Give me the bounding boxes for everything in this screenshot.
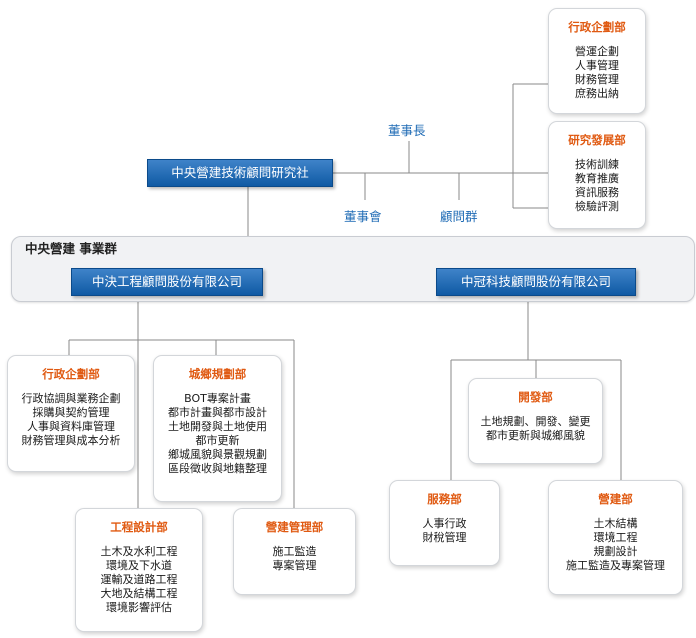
dept-item: 人事行政 [422, 517, 467, 530]
dept-item: 土木結構 [593, 517, 638, 530]
dept-box-a-admin: 行政企劃部 行政協調與業務企劃 採購與契約管理 人事與資料庫管理 財務管理與成本… [7, 355, 135, 472]
dept-title: 營建部 [598, 492, 633, 506]
dept-item: 環境影響評估 [106, 601, 172, 614]
board-label: 董事會 [344, 209, 382, 224]
business-group-label: 中央營建 事業群 [25, 241, 117, 256]
company-header-b: 中冠科技顧問股份有限公司 [436, 268, 636, 296]
dept-item: 都市更新與城鄉風貌 [486, 429, 585, 442]
dept-item: 都市計畫與都市設計 [168, 406, 267, 419]
dept-item: 營運企劃 [575, 45, 619, 58]
dept-item: 土木及水利工程 [100, 545, 178, 558]
dept-item: 專案管理 [272, 559, 317, 572]
dept-title: 研究發展部 [568, 133, 626, 147]
company-header-main: 中央營建技術顧問研究社 [147, 159, 333, 187]
dept-item: 大地及結構工程 [100, 587, 178, 600]
chairman-label: 董事長 [388, 123, 426, 138]
dept-item: 土地開發與土地使用 [168, 420, 267, 433]
dept-item: 都市更新 [195, 434, 240, 447]
dept-item: 鄉城風貌與景觀規劃 [168, 448, 267, 461]
dept-box-a-urban-planning: 城鄉規劃部 BOT專案計畫 都市計畫與都市設計 土地開發與土地使用 都市更新 鄉… [153, 355, 282, 502]
dept-item: 人事管理 [575, 59, 619, 72]
company-header-a: 中決工程顧問股份有限公司 [71, 268, 263, 296]
dept-item: 區段徵收與地籍整理 [168, 462, 267, 475]
dept-box-b-service: 服務部 人事行政 財稅管理 [389, 480, 500, 566]
dept-title: 行政企劃部 [568, 20, 626, 34]
dept-box-a-construction-mgmt: 營建管理部 施工監造 專案管理 [233, 508, 356, 595]
dept-item: 施工監造及專案管理 [566, 559, 665, 572]
dept-title: 行政企劃部 [42, 367, 100, 381]
dept-item: 環境及下水道 [106, 559, 172, 572]
dept-title: 營建管理部 [265, 520, 324, 534]
dept-item: 教育推廣 [575, 172, 619, 185]
dept-item: 資訊服務 [575, 186, 619, 199]
dept-title: 工程設計部 [110, 520, 168, 534]
dept-item: 檢驗評測 [575, 200, 619, 213]
dept-item: BOT專案計畫 [184, 392, 251, 405]
advisors-label: 顧問群 [440, 209, 478, 224]
dept-box-research: 研究發展部 技術訓練 教育推廣 資訊服務 檢驗評測 [548, 121, 646, 229]
dept-title: 服務部 [427, 492, 462, 506]
dept-item: 環境工程 [593, 531, 638, 544]
dept-item: 庶務出納 [575, 87, 619, 100]
dept-item: 土地規劃、開發、變更 [480, 415, 591, 428]
dept-item: 財務管理與成本分析 [21, 434, 121, 447]
dept-item: 施工監造 [272, 545, 317, 558]
dept-box-b-construction: 營建部 土木結構 環境工程 規劃設計 施工監造及專案管理 [548, 480, 683, 595]
dept-item: 運輸及道路工程 [100, 573, 178, 586]
dept-item: 規劃設計 [593, 545, 638, 558]
dept-box-b-development: 開發部 土地規劃、開發、變更 都市更新與城鄉風貌 [468, 378, 603, 464]
dept-title: 城鄉規劃部 [188, 367, 247, 381]
dept-box-admin-planning: 行政企劃部 營運企劃 人事管理 財務管理 庶務出納 [548, 8, 646, 114]
dept-box-a-engineering: 工程設計部 土木及水利工程 環境及下水道 運輸及道路工程 大地及結構工程 環境影… [75, 508, 203, 632]
dept-item: 採購與契約管理 [32, 406, 110, 419]
dept-item: 人事與資料庫管理 [27, 420, 115, 433]
dept-item: 財務管理 [575, 73, 619, 86]
dept-item: 財稅管理 [422, 531, 467, 544]
dept-title: 開發部 [518, 390, 553, 404]
dept-item: 技術訓練 [575, 158, 619, 171]
dept-item: 行政協調與業務企劃 [21, 392, 121, 405]
